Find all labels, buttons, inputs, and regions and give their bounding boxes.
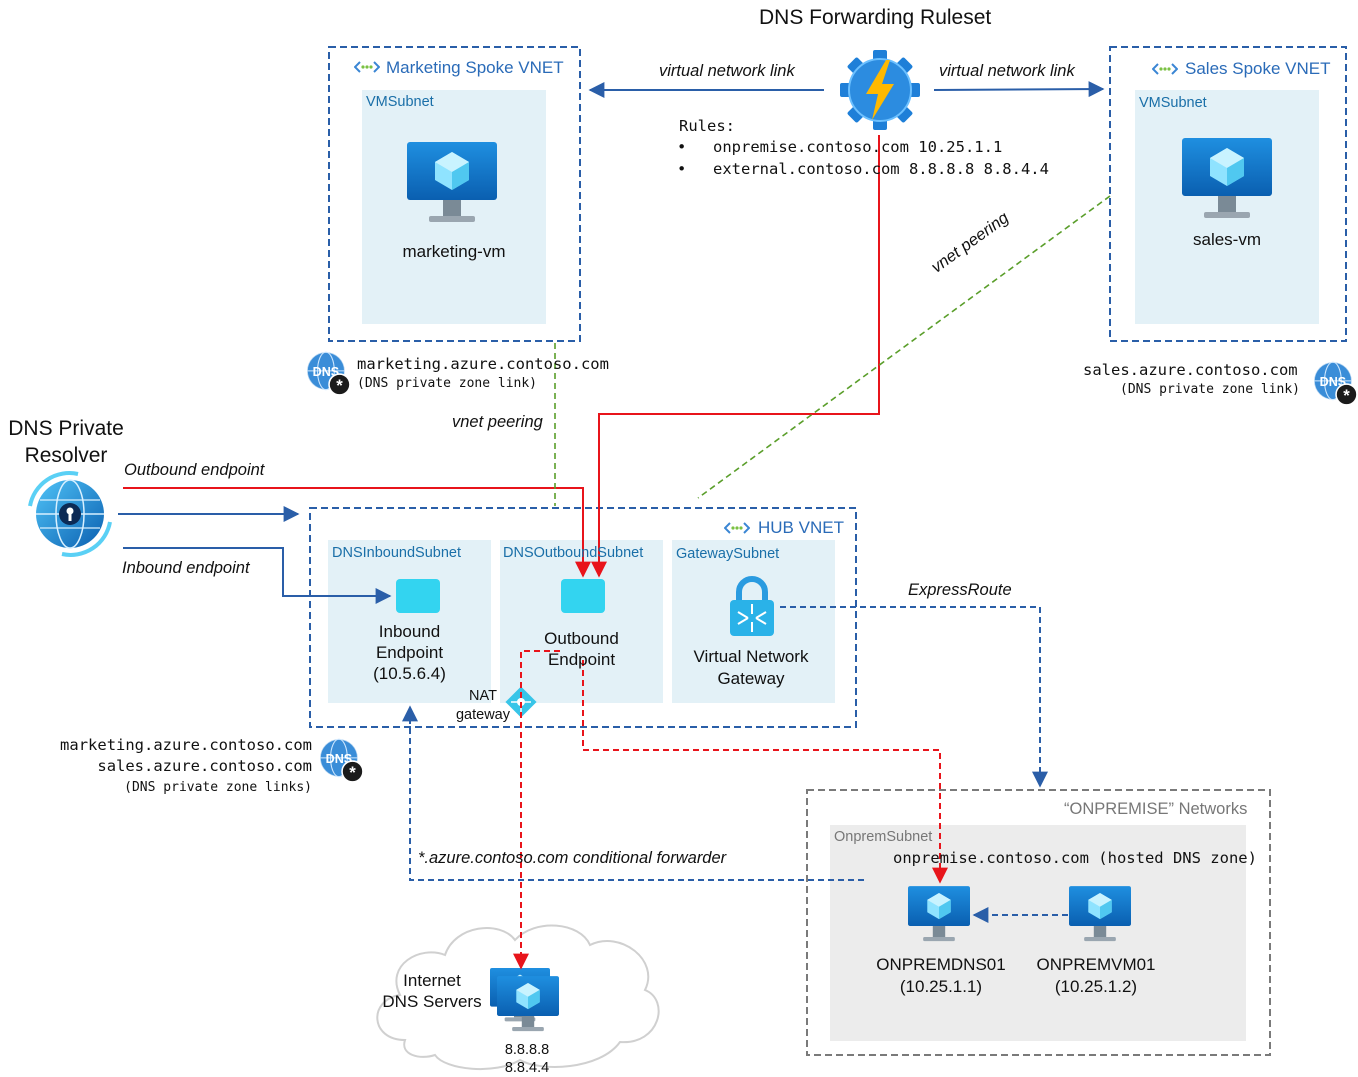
internet-label-line2: DNS Servers (382, 992, 482, 1011)
onpremvm01-name: ONPREMVM01 (1036, 955, 1156, 974)
outbound-endpoint-line2: Endpoint (547, 650, 616, 669)
hub-zone-1: marketing.azure.contoso.com (60, 736, 312, 754)
nat-line2: gateway (455, 707, 510, 723)
inbound-endpoint-line1: Inbound (378, 622, 441, 641)
outbound-to-onprem-dns-line (582, 660, 948, 884)
dns-resolver-icon (28, 471, 112, 557)
conditional-forwarder-line (402, 705, 864, 881)
hub-vnet-box (309, 507, 857, 728)
inbound-endpoint-ip: (10.5.6.4) (373, 664, 446, 683)
gateway-line2: Gateway (717, 669, 785, 688)
inbound-endpoint-label: Inbound endpoint (122, 559, 250, 577)
onpremvm01-text: ONPREMVM01 (10.25.1.2) (1021, 954, 1171, 998)
rules-heading: Rules: (679, 117, 735, 135)
onprem-subnet-label: OnpremSubnet (834, 829, 933, 845)
inbound-endpoint-text: Inbound Endpoint (10.5.6.4) (328, 621, 491, 684)
onpremdns01-ip: (10.25.1.1) (899, 977, 983, 996)
internet-label-line1: Internet (403, 971, 461, 990)
resolver-outbound-line (123, 487, 591, 578)
outbound-endpoint-icon (561, 579, 605, 613)
inbound-endpoint-icon (396, 579, 440, 613)
dns-inbound-subnet-box (328, 540, 491, 703)
ruleset-to-outbound-line (591, 135, 880, 578)
onprem-subnet-box (830, 825, 1246, 1041)
hub-zone-2: sales.azure.contoso.com (97, 757, 312, 775)
resolver-title-line2: Resolver (24, 444, 108, 467)
hub-dns-zone-icon (319, 738, 364, 783)
internet-ips: 8.8.8.8 8.8.4.4 (487, 1041, 567, 1077)
hub-zones: marketing.azure.contoso.com sales.azure.… (46, 735, 312, 798)
link-right-label: virtual network link (939, 62, 1075, 80)
ruleset-gear-icon (840, 50, 920, 130)
hub-vnet-icon (724, 522, 750, 534)
onpremvm01-ip: (10.25.1.2) (1054, 977, 1138, 996)
nat-gateway-text: NAT gateway (448, 687, 518, 725)
resolver-title-line1: DNS Private (8, 417, 124, 440)
sales-zone: sales.azure.contoso.com (1083, 361, 1298, 379)
gateway-text: Virtual Network Gateway (672, 646, 830, 690)
inbound-endpoint-line2: Endpoint (375, 643, 444, 662)
onprem-zone: onpremise.contoso.com (hosted DNS zone) (893, 849, 1257, 867)
marketing-zone: marketing.azure.contoso.com (357, 355, 609, 373)
outbound-endpoint-text: Outbound Endpoint (500, 628, 663, 670)
marketing-dns-zone-icon (306, 351, 351, 396)
gateway-subnet-label: GatewaySubnet (676, 546, 780, 562)
dns-outbound-subnet-box (500, 540, 663, 703)
rule-item: • (677, 160, 687, 178)
sales-vnet-icon (1152, 63, 1178, 75)
vpn-gateway-icon (730, 576, 774, 636)
sales-peering-line (697, 195, 1111, 499)
inbound-subnet-label: DNSInboundSubnet (332, 545, 461, 561)
onprem-networks-box (806, 789, 1271, 1056)
sales-vnet-box (1109, 46, 1347, 342)
rule-1: onpremise.contoso.com 10.25.1.1 (713, 138, 1003, 156)
marketing-vnet-title: Marketing Spoke VNET (386, 58, 564, 77)
marketing-vm-label: marketing-vm (402, 242, 506, 261)
sales-zone-note: (DNS private zone link) (1120, 382, 1301, 397)
outbound-endpoint-label: Outbound endpoint (124, 461, 265, 479)
conditional-forwarder-label: *.azure.contoso.com conditional forwarde… (418, 849, 727, 867)
outbound-endpoint-line1: Outbound (544, 629, 619, 648)
onpremdns01-text: ONPREMDNS01 (10.25.1.1) (866, 954, 1016, 998)
onpremdns01-name: ONPREMDNS01 (876, 955, 1006, 974)
internet-ip-1: 8.8.8.8 (504, 1042, 550, 1058)
sales-vm-label: sales-vm (1192, 230, 1261, 249)
resolver-title: DNS Private Resolver (0, 415, 132, 469)
marketing-zone-note: (DNS private zone link) (357, 376, 538, 391)
outbound-to-internet-line (513, 650, 560, 970)
link-to-sales (933, 81, 1105, 98)
marketing-peering-label: vnet peering (452, 413, 543, 431)
onprem-title: “ONPREMISE” Networks (1064, 800, 1248, 818)
hub-zones-note: (DNS private zone links) (124, 780, 312, 795)
internet-label: Internet DNS Servers (372, 970, 492, 1012)
sales-dns-zone-icon (1313, 361, 1358, 406)
marketing-vnet-box (328, 46, 581, 342)
resolver-inbound-line (123, 547, 392, 604)
expressroute-line (780, 606, 1048, 788)
expressroute-label: ExpressRoute (908, 581, 1012, 599)
marketing-vnet-icon (354, 61, 380, 73)
sales-vnet-title: Sales Spoke VNET (1185, 59, 1331, 78)
nat-line1: NAT (469, 688, 497, 704)
link-left-label: virtual network link (659, 62, 795, 80)
gateway-line1: Virtual Network (693, 647, 809, 666)
rule-2: external.contoso.com 8.8.8.8 8.8.4.4 (713, 160, 1049, 178)
hub-vnet-title: HUB VNET (758, 518, 844, 537)
outbound-subnet-label: DNSOutboundSubnet (503, 545, 644, 561)
rule-item: • (677, 138, 687, 156)
marketing-subnet-label: VMSubnet (366, 94, 434, 110)
internet-ip-2: 8.8.4.4 (504, 1060, 550, 1076)
diagram-title: DNS Forwarding Ruleset (759, 6, 992, 29)
sales-subnet-label: VMSubnet (1139, 95, 1207, 111)
